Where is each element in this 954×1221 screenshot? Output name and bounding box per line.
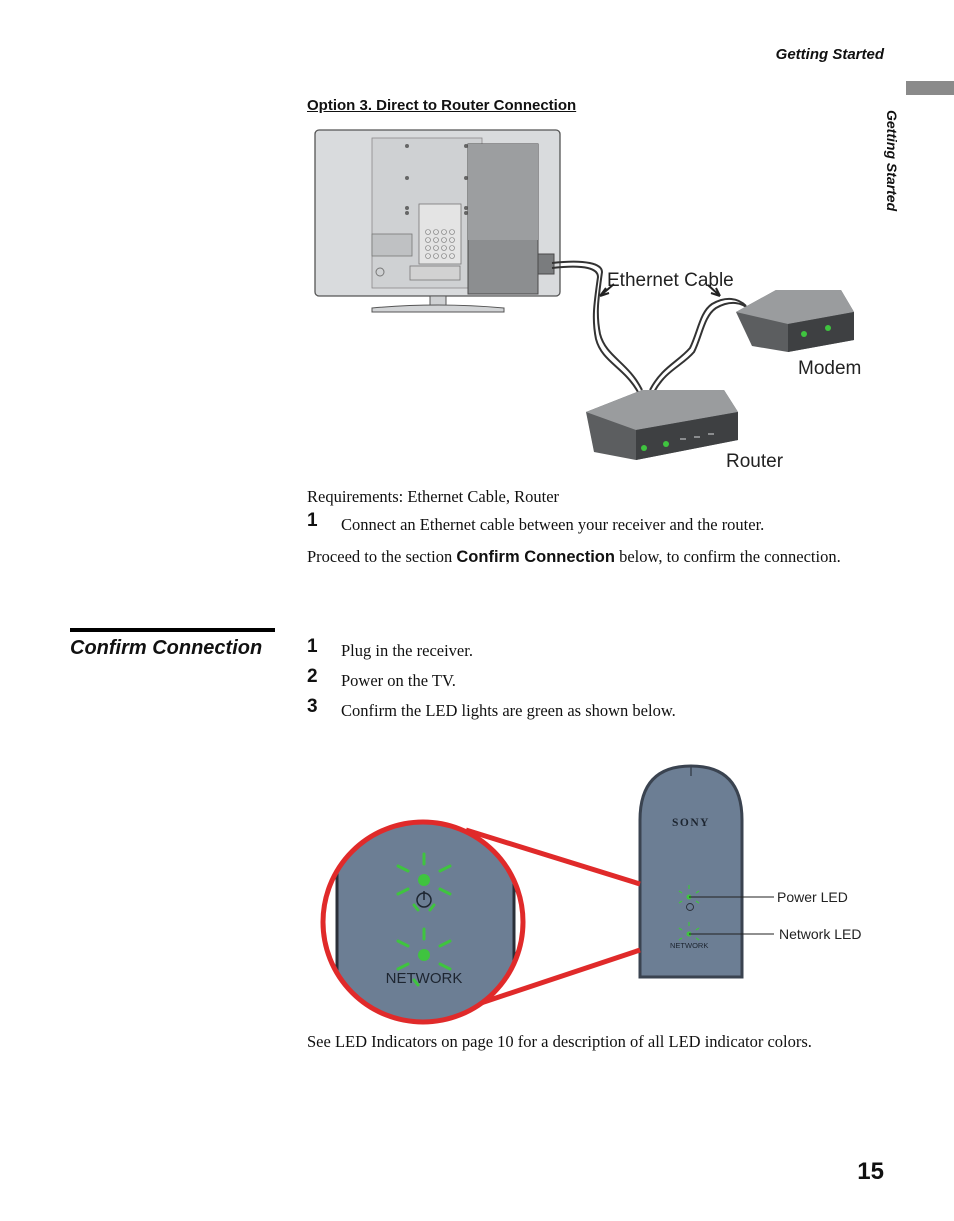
modem-illustration [736,290,854,352]
power-led-zoom-icon [396,852,452,912]
network-led-icon [678,922,700,941]
network-label-small: NETWORK [670,941,708,950]
section-rule [70,628,275,632]
router-illustration [586,390,738,460]
proceed-lead: Proceed to the section [307,547,457,566]
network-label-zoom: NETWORK [386,970,463,987]
side-tab-text: Getting Started [884,110,900,212]
connection-diagram: Ethernet Cable Modem Router [314,129,861,472]
proceed-tail: below, to confirm the connection. [614,547,841,566]
arrow-icon [707,284,721,297]
magnifier-ring [320,819,526,1025]
magnified-view: NETWORK [323,822,523,1022]
page-number: 15 [857,1158,884,1185]
receiver-front [638,764,744,979]
network-led-label: Network LED [779,926,861,942]
magnifier-connector [477,947,641,1007]
ethernet-cables [551,260,751,393]
label-router: Router [726,451,784,472]
step-text: Plug in the receiver. [341,641,473,660]
arrow-icon [599,283,615,297]
step-number: 1 [307,510,318,531]
step-text: Power on the TV. [341,671,456,690]
power-led-icon [678,885,700,911]
running-header: Getting Started [775,46,884,63]
power-led-label: Power LED [777,889,848,905]
network-led-zoom-icon [396,927,452,987]
section-title: Confirm Connection [70,637,263,659]
step-text: Confirm the LED lights are green as show… [341,701,676,720]
brand-logo: SONY [672,817,710,829]
label-modem: Modem [798,358,861,379]
label-ethernet-cable: Ethernet Cable [607,270,734,291]
magnifier-connector [465,827,641,887]
footer-note: See LED Indicators on page 10 for a desc… [307,1032,812,1051]
step-number: 1 [307,636,318,657]
confirm-connection-reference: Confirm Connection [456,548,615,566]
step-number: 2 [307,666,318,687]
option-heading: Option 3. Direct to Router Connection [307,97,577,114]
step-text: Connect an Ethernet cable between your r… [341,515,765,534]
side-tab-marker [906,81,954,95]
led-diagram: SONY NETWORK Power LED Network LED [320,764,861,1025]
step-number: 3 [307,696,318,717]
proceed-text: Proceed to the section Confirm Connectio… [307,546,867,568]
requirements-text: Requirements: Ethernet Cable, Router [307,487,560,506]
receiver-illustration [467,143,555,295]
